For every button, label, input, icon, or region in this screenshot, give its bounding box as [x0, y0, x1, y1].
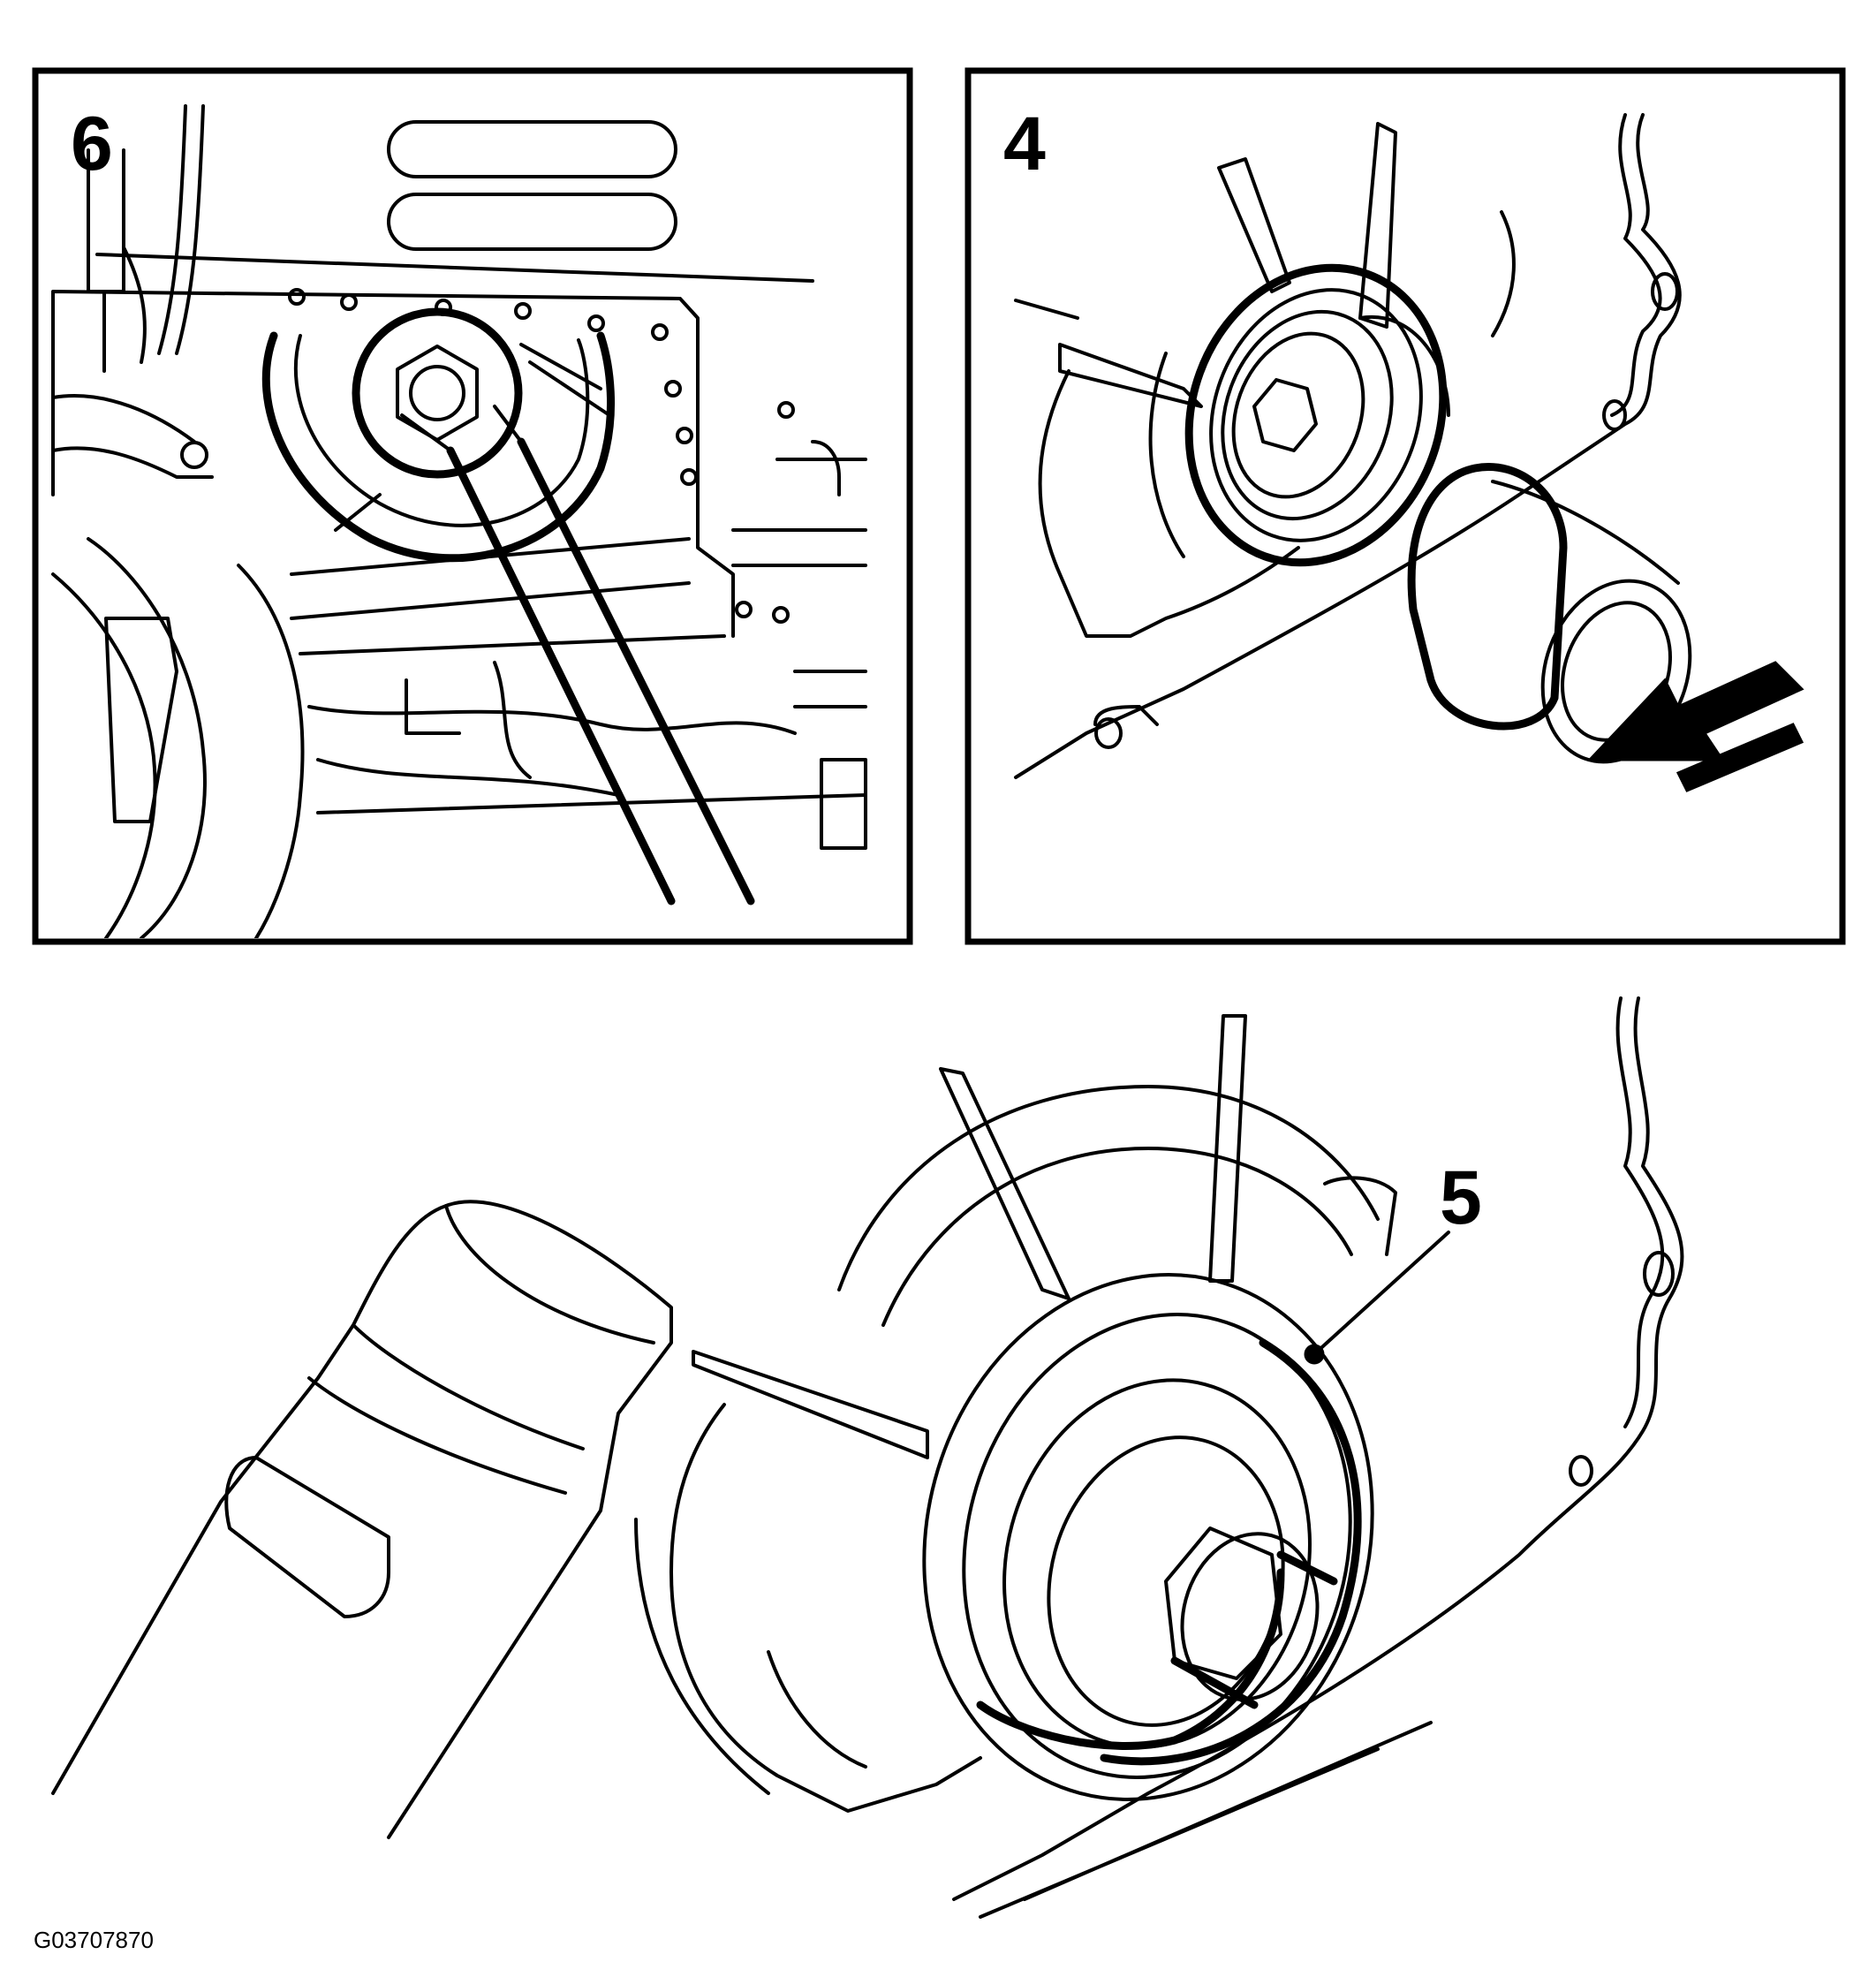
vane-1	[1217, 157, 1291, 293]
housing-tab	[1323, 1176, 1397, 1256]
panel-6-drawing	[51, 104, 867, 938]
flywheel-edge-inner	[51, 572, 157, 938]
lower-details	[405, 661, 532, 779]
pulley-main-edge-thick	[1100, 1338, 1362, 1766]
wire-clip	[180, 441, 208, 469]
vane-main-2	[1208, 1014, 1247, 1283]
socket-tool-top	[1491, 480, 1680, 585]
bolt-holes	[288, 288, 795, 624]
timing-cover-inner	[1610, 113, 1662, 417]
vane-main-3	[692, 1350, 929, 1459]
cover-hole-main-1	[1643, 1251, 1675, 1297]
pulley-main-groove-1	[962, 1313, 1352, 1779]
tool-shaft-right-edge	[387, 1200, 673, 1839]
pulley-inner	[293, 334, 590, 527]
hub-ring	[352, 307, 523, 479]
cover-lug	[1093, 705, 1159, 726]
pulley-rim	[1184, 263, 1448, 567]
pulley-main-inner-thick	[976, 1568, 1285, 1750]
panel-step-6: 6	[32, 67, 913, 945]
slot-top	[387, 120, 677, 178]
flywheel-edge-outer	[87, 537, 207, 938]
panel-4-drawing	[1014, 113, 1804, 792]
socket-opening	[1540, 579, 1692, 764]
breaker-bar-left	[446, 446, 676, 905]
main-illustration: 5	[51, 996, 1684, 1919]
sensor-body	[87, 148, 125, 373]
housing-arc-outer	[837, 1085, 1380, 1291]
arrow-shadow-stripe	[1676, 723, 1804, 792]
pulley-groove-3	[1231, 331, 1365, 499]
tool-handle-grip	[224, 1456, 390, 1618]
cover-inner-main	[1615, 996, 1665, 1428]
bracket	[104, 617, 178, 823]
crank-bolt-face	[409, 365, 465, 421]
step-4-label: 4	[1003, 102, 1046, 186]
pulley-main-rim	[922, 1273, 1374, 1801]
cover-hole-main-2	[1569, 1455, 1593, 1487]
cover-flange-lines	[979, 1721, 1433, 1919]
holding-tool-arms	[334, 343, 611, 532]
callout-5-leader	[1312, 1231, 1450, 1356]
cover-bolt-hole-3	[1094, 717, 1123, 749]
crank-bolt-main-head	[1180, 1532, 1320, 1701]
breaker-bar-right	[517, 437, 755, 905]
pulley-main-groove-2	[1002, 1378, 1312, 1749]
seal-housing	[1014, 299, 1300, 638]
vane-3	[1058, 343, 1203, 408]
breaker-bar-head	[400, 405, 523, 452]
seal-carrier-curves	[634, 1518, 867, 1795]
housing-arc-inner	[881, 1147, 1353, 1327]
cover-bolt-hole-2	[1602, 399, 1627, 431]
pulley-flange	[1358, 314, 1450, 417]
crank-bolt-main-hex	[1164, 1526, 1282, 1680]
panel-step-4: 4	[964, 67, 1846, 945]
tool-head-top	[444, 1204, 655, 1345]
pulley-groove-2	[1221, 309, 1394, 521]
tool-collar-bands	[307, 1323, 585, 1495]
pulley-groove-1	[1209, 288, 1423, 542]
right-fittings	[731, 440, 867, 850]
wire-loom	[51, 394, 214, 479]
socket-tool-body	[1407, 463, 1568, 731]
cover-plate	[51, 253, 814, 638]
timing-cover-outline	[1014, 113, 1682, 779]
engine-block-lines	[290, 537, 867, 814]
callout-5-label: 5	[1440, 1155, 1482, 1240]
slot-lower	[387, 193, 677, 251]
tool-shaft-left-edge	[51, 1204, 448, 1795]
cover-bolt-hole-1	[1651, 272, 1679, 311]
cover-outline-main	[952, 996, 1684, 1901]
pulley-bolt-hex	[1252, 378, 1318, 452]
housing-edge	[237, 564, 305, 938]
crank-bolt-washer	[1170, 1550, 1338, 1709]
step-6-label: 6	[71, 102, 113, 186]
figure-id: G03707870	[34, 1927, 154, 1953]
sensor-wires	[122, 104, 205, 364]
seal-carrier-outline	[669, 1403, 982, 1813]
housing-curves	[1148, 210, 1516, 558]
panel-6-frame	[32, 67, 913, 945]
